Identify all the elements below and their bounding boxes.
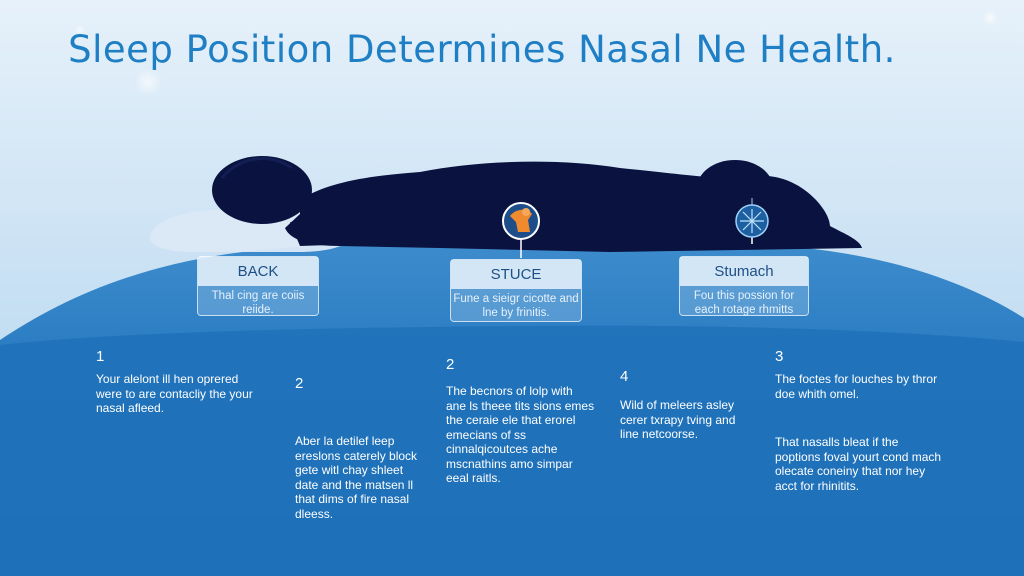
- label-stomach: Stumach Fou this possion for each rotage…: [679, 256, 809, 316]
- block-4-text: Wild of meleers asley cerer txrapy tving…: [620, 398, 736, 441]
- label-side: STUCE Fune a sieigr cicotte and lne by f…: [450, 259, 582, 322]
- block-4-number: 4: [620, 368, 629, 385]
- block-6-text: That nasalls bleat if the poptions foval…: [775, 435, 942, 493]
- block-1-text: Your alelont ill hen oprered were to are…: [96, 372, 253, 415]
- label-back-text: Thal cing are coiis reiide.: [198, 286, 318, 316]
- label-side-heading: STUCE: [451, 260, 581, 289]
- label-stomach-text: Fou this possion for each rotage rhmitts: [680, 286, 808, 316]
- block-3-number: 2: [446, 356, 455, 373]
- block-5-text: The foctes for louches by thror doe whit…: [775, 372, 938, 401]
- page-title: Sleep Position Determines Nasal Ne Healt…: [68, 28, 896, 71]
- block-3-text: The becnors of lolp with ane ls theee ti…: [446, 384, 595, 485]
- label-stomach-heading: Stumach: [680, 257, 808, 286]
- block-5-number: 3: [775, 348, 784, 365]
- nose-spray-icon: [502, 202, 540, 258]
- label-side-text: Fune a sieigr cicotte and lne by friniti…: [451, 289, 581, 321]
- sleeping-person-silhouette: [212, 156, 862, 252]
- label-back: BACK Thal cing are coiis reiide.: [197, 256, 319, 316]
- block-2-number: 2: [295, 375, 304, 392]
- label-back-heading: BACK: [198, 257, 318, 286]
- block-1-number: 1: [96, 348, 105, 365]
- nasal-burst-icon: [735, 198, 769, 244]
- block-2-text: Aber la detilef leep ereslons caterely b…: [295, 434, 418, 521]
